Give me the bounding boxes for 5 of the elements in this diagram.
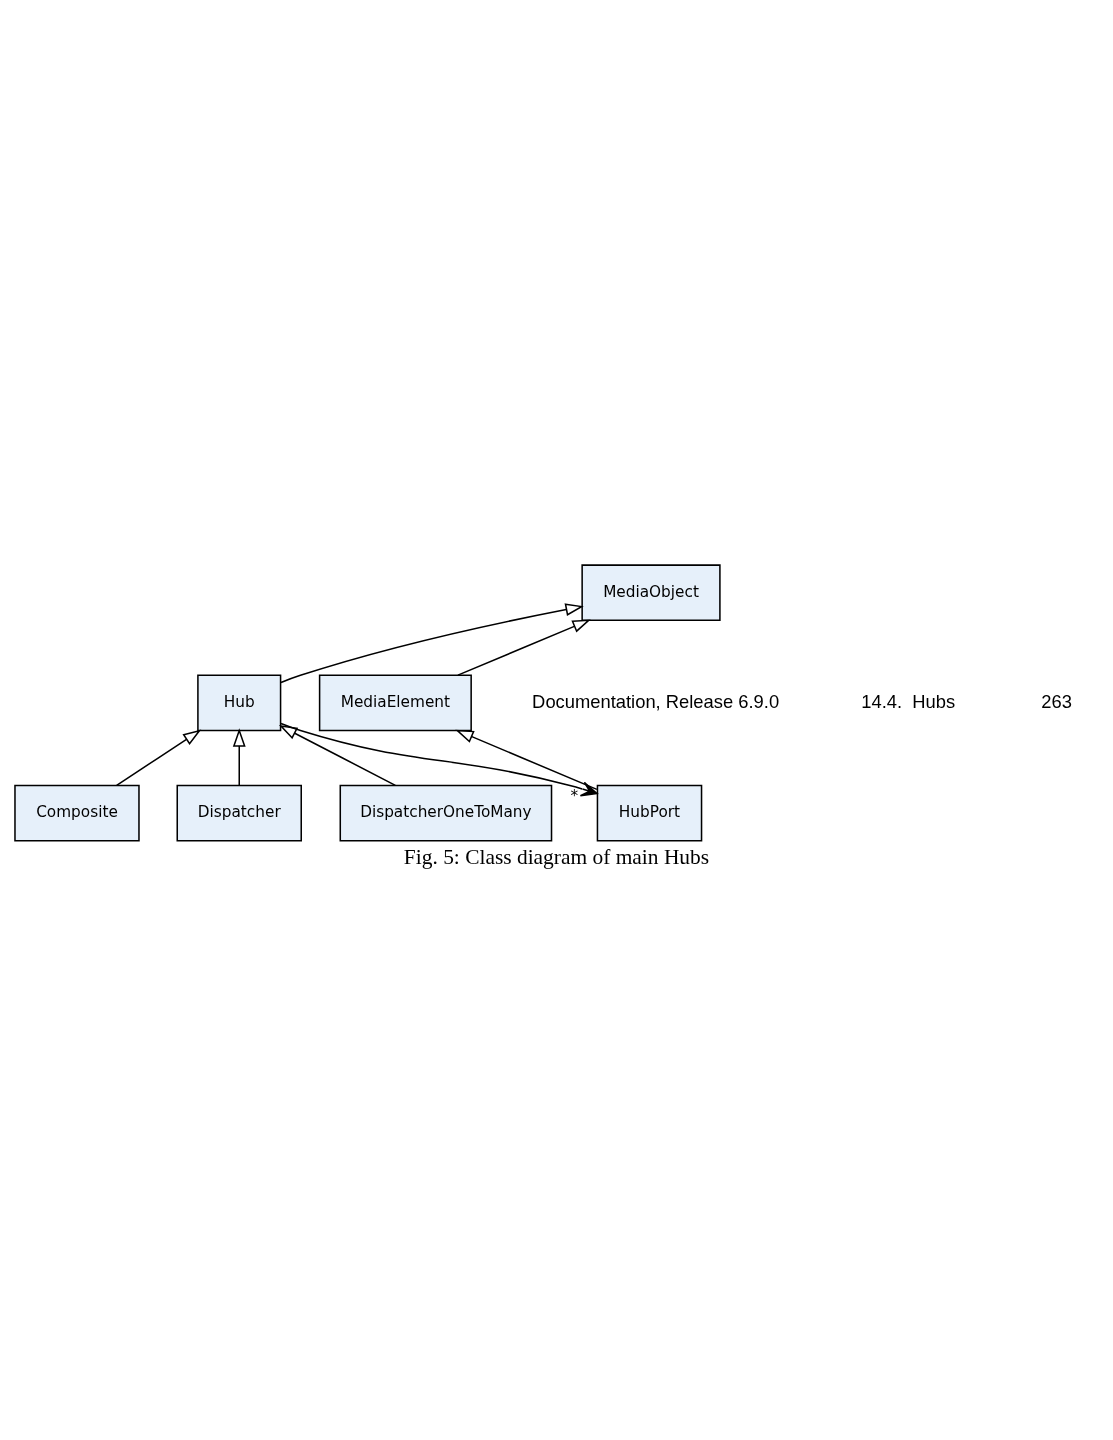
caption: Fig. 5: Class diagram of main Hubs <box>403 844 710 869</box>
label: 263 <box>1041 690 1073 712</box>
label: Documentation, Release 6.9.0 <box>532 690 780 712</box>
edge-label: * <box>570 786 579 805</box>
label: 14.4. Hubs <box>861 690 956 712</box>
